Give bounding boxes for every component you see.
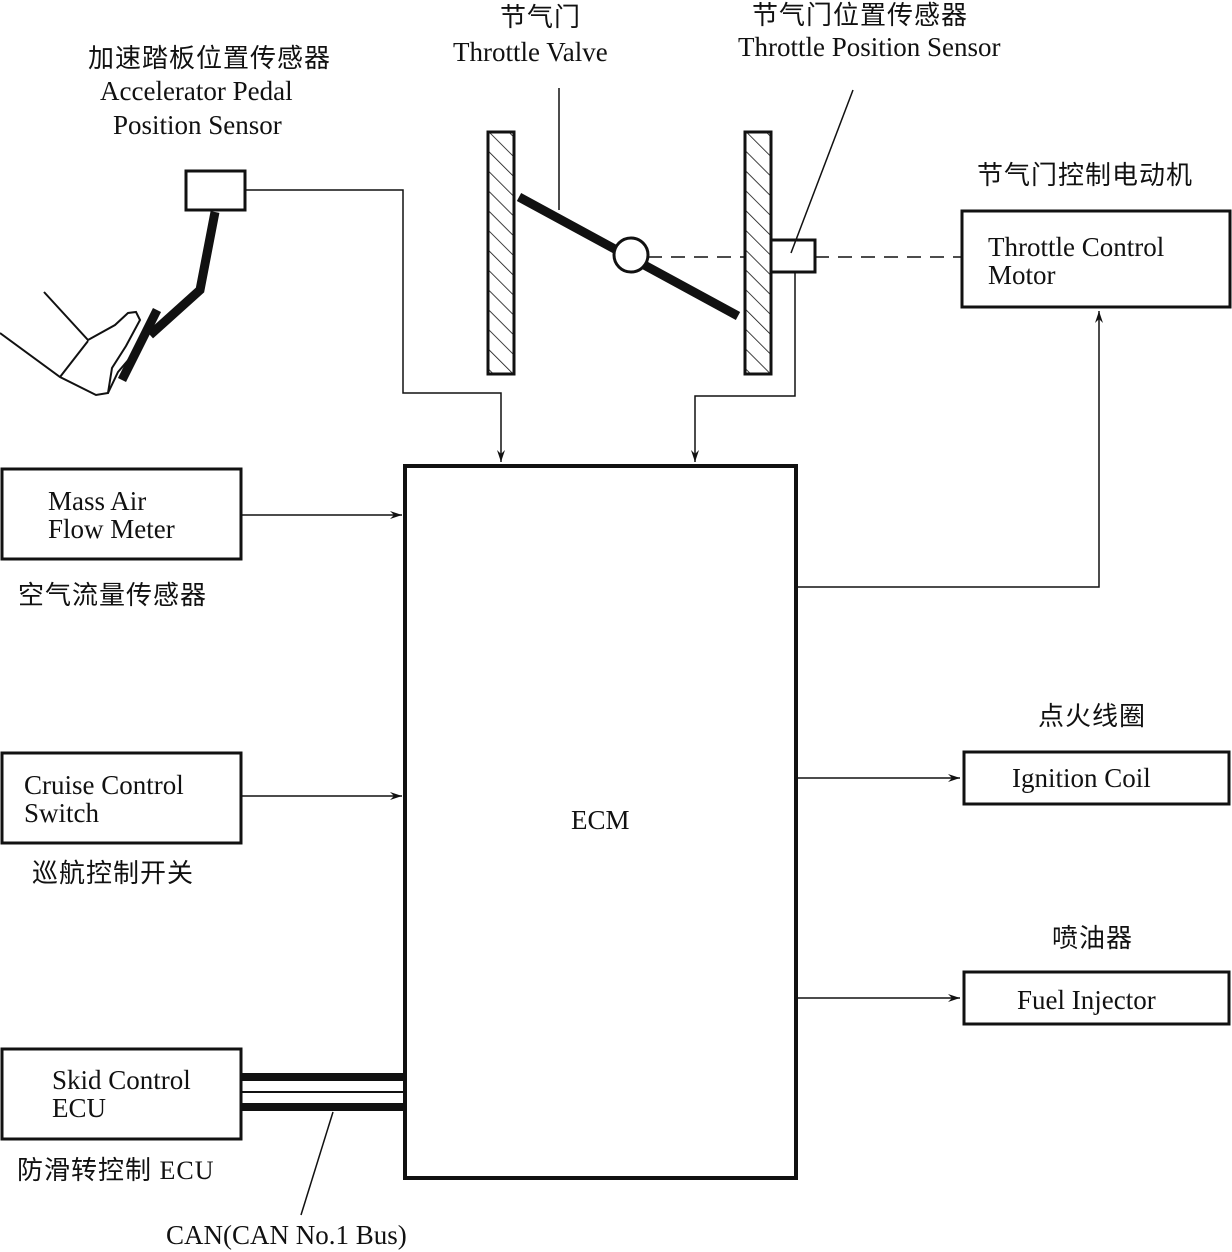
accelerator-pedal-sensor-box [184, 169, 247, 212]
motor-drive-wire [798, 311, 1103, 588]
accelerator-signal-wire [245, 189, 505, 462]
throttle-control-motor-box [960, 209, 1232, 309]
throttle-position-sensor-leader [790, 89, 854, 254]
ignition-coil-en-label: Ignition Coil [1012, 763, 1151, 793]
throttle-valve-en-label: Throttle Valve [453, 37, 608, 67]
accelerator-pedal-sensor-cn-label: 加速踏板位置传感器 [88, 44, 332, 73]
throttle-control-motor-cn-label: 节气门控制电动机 [977, 161, 1194, 190]
accelerator-pedal-sensor-en-label-2: Position Sensor [113, 110, 282, 140]
ignition-coil-box [962, 750, 1231, 806]
can-bus-lines [241, 1073, 405, 1111]
throttle-position-sensor-box [769, 238, 817, 274]
cruise-control-switch-box [0, 751, 243, 845]
mass-air-flow-meter-en-label-2: Flow Meter [48, 514, 175, 544]
skid-control-ecu-box [0, 1047, 243, 1141]
accelerator-pedal-sensor-en-label-1: Accelerator Pedal [100, 76, 293, 106]
tps-signal-wire [691, 272, 796, 462]
fuel-injector-box [962, 970, 1231, 1026]
ecm-label: ECM [571, 805, 630, 835]
throttle-control-motor-en-label-1: Throttle Control [988, 232, 1165, 262]
mass-air-flow-meter-box [0, 467, 243, 561]
throttle-valve-cn-label: 节气门 [500, 3, 582, 32]
throttle-body-wall-left [486, 130, 516, 376]
can-bus-leader [300, 1111, 334, 1216]
ignition-coil-cn-label: 点火线圈 [1038, 702, 1147, 731]
mass-air-flow-meter-en-label-1: Mass Air [48, 486, 147, 516]
throttle-position-sensor-en-label: Throttle Position Sensor [738, 32, 1001, 62]
skid-control-ecu-en-label-2: ECU [52, 1093, 106, 1123]
skid-control-ecu-cn-label: 防滑转控制 ECU [17, 1156, 215, 1185]
cruise-control-switch-cn-label: 巡航控制开关 [32, 859, 195, 888]
cruise-control-switch-en-label-2: Switch [24, 798, 100, 828]
cruise-control-switch-en-label-1: Cruise Control [24, 770, 184, 800]
fuel-injector-en-label: Fuel Injector [1017, 985, 1156, 1015]
accelerator-pedal-icon [0, 169, 247, 397]
throttle-position-sensor-cn-label: 节气门位置传感器 [752, 1, 969, 30]
throttle-control-motor-en-label-2: Motor [988, 260, 1056, 290]
throttle-body-wall-right [743, 130, 773, 376]
can-bus-label: CAN(CAN No.1 Bus) [166, 1220, 407, 1250]
throttle-shaft-icon [612, 236, 650, 274]
mass-air-flow-meter-cn-label: 空气流量传感器 [18, 581, 208, 610]
ecm-box [403, 464, 798, 1180]
skid-control-ecu-en-label-1: Skid Control [52, 1065, 191, 1095]
fuel-injector-cn-label: 喷油器 [1052, 924, 1134, 953]
